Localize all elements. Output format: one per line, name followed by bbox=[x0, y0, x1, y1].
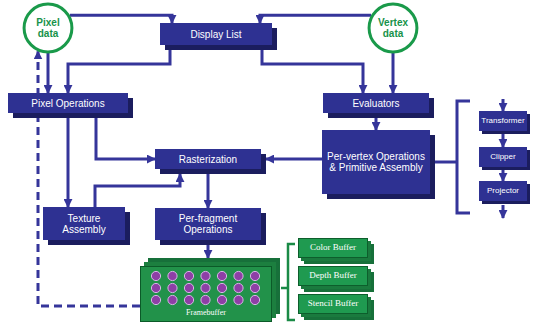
framebuffer-box: Framebuffer bbox=[140, 266, 272, 322]
flow-arrow bbox=[266, 158, 322, 161]
pixel-dot bbox=[201, 295, 210, 304]
pixel-dot bbox=[250, 283, 259, 292]
pixel-dot bbox=[217, 295, 226, 304]
stage-bracket bbox=[457, 101, 470, 213]
stage-box: Projector bbox=[479, 181, 527, 201]
node-label: Clipper bbox=[490, 153, 515, 162]
node-label: Vertex data bbox=[373, 17, 413, 39]
pixel-dot bbox=[234, 283, 243, 292]
flow-arrow bbox=[68, 45, 170, 93]
flow-arrow bbox=[375, 113, 378, 130]
pixel-dot bbox=[151, 295, 160, 304]
buffer-box: Color Buffer bbox=[298, 238, 368, 258]
node-label: Rasterization bbox=[179, 154, 237, 165]
stage-box: Transformer bbox=[479, 111, 527, 131]
node-label: Evaluators bbox=[352, 98, 399, 109]
output-arrow bbox=[502, 205, 505, 218]
process-box: Pixel Operations bbox=[8, 93, 128, 113]
process-box: Texture Assembly bbox=[43, 207, 125, 240]
pixel-dot bbox=[184, 283, 193, 292]
input-arrow bbox=[502, 99, 505, 111]
node-label: Pixel data bbox=[28, 17, 68, 39]
bracket-stem bbox=[435, 161, 457, 164]
process-box: Display List bbox=[160, 23, 272, 45]
node-label: Projector bbox=[487, 187, 519, 196]
flow-arrow bbox=[96, 113, 155, 159]
node-label: Per-fragment Operations bbox=[159, 213, 257, 235]
node-label: Framebuffer bbox=[186, 309, 226, 318]
pixel-dot bbox=[217, 283, 226, 292]
pixel-dot bbox=[184, 271, 193, 280]
flow-arrow bbox=[501, 131, 504, 147]
pixel-dot bbox=[250, 295, 259, 304]
buffer-box: Stencil Buffer bbox=[298, 294, 368, 314]
buffer-box: Depth Buffer bbox=[298, 266, 368, 286]
node-label: Stencil Buffer bbox=[308, 299, 359, 309]
pixel-dot bbox=[151, 283, 160, 292]
flow-arrow bbox=[392, 53, 395, 93]
circle-outline bbox=[24, 4, 72, 52]
pixel-dot bbox=[201, 271, 210, 280]
flow-arrow bbox=[70, 15, 172, 23]
node-label: Depth Buffer bbox=[309, 271, 357, 281]
pixel-dot bbox=[234, 271, 243, 280]
pixel-dot bbox=[250, 271, 259, 280]
flow-arrow bbox=[95, 174, 180, 207]
pixel-dot bbox=[201, 283, 210, 292]
flow-arrow bbox=[262, 45, 363, 93]
flow-arrow bbox=[67, 113, 70, 207]
pixel-dots bbox=[147, 270, 265, 306]
pixel-dot bbox=[168, 271, 177, 280]
pixel-dot bbox=[184, 295, 193, 304]
flow-arrow bbox=[502, 167, 505, 181]
pixel-dot bbox=[168, 283, 177, 292]
node-label: Per-vertex Operations & Primitive Assemb… bbox=[326, 151, 426, 173]
process-box: Per-fragment Operations bbox=[155, 208, 261, 240]
process-box: Evaluators bbox=[323, 93, 429, 113]
flow-arrow bbox=[207, 169, 210, 208]
pixel-dot bbox=[151, 271, 160, 280]
data-source-circle: Pixel data bbox=[22, 2, 74, 54]
flow-arrow bbox=[47, 53, 50, 93]
pixel-dot bbox=[234, 295, 243, 304]
node-label: Display List bbox=[190, 29, 241, 40]
node-label: Texture Assembly bbox=[47, 213, 121, 235]
buffer-bracket bbox=[288, 244, 295, 320]
feedback-arrow bbox=[38, 51, 140, 306]
node-label: Pixel Operations bbox=[31, 98, 104, 109]
node-label: Color Buffer bbox=[310, 243, 356, 253]
pixel-dot bbox=[217, 271, 226, 280]
data-source-circle: Vertex data bbox=[367, 2, 419, 54]
flow-arrow bbox=[207, 240, 210, 258]
node-label: Transformer bbox=[481, 117, 524, 126]
stage-box: Clipper bbox=[479, 147, 527, 167]
process-box: Per-vertex Operations & Primitive Assemb… bbox=[322, 130, 430, 194]
process-box: Rasterization bbox=[155, 149, 261, 169]
flow-arrow bbox=[260, 15, 371, 23]
circle-outline bbox=[369, 4, 417, 52]
pixel-dot bbox=[168, 295, 177, 304]
